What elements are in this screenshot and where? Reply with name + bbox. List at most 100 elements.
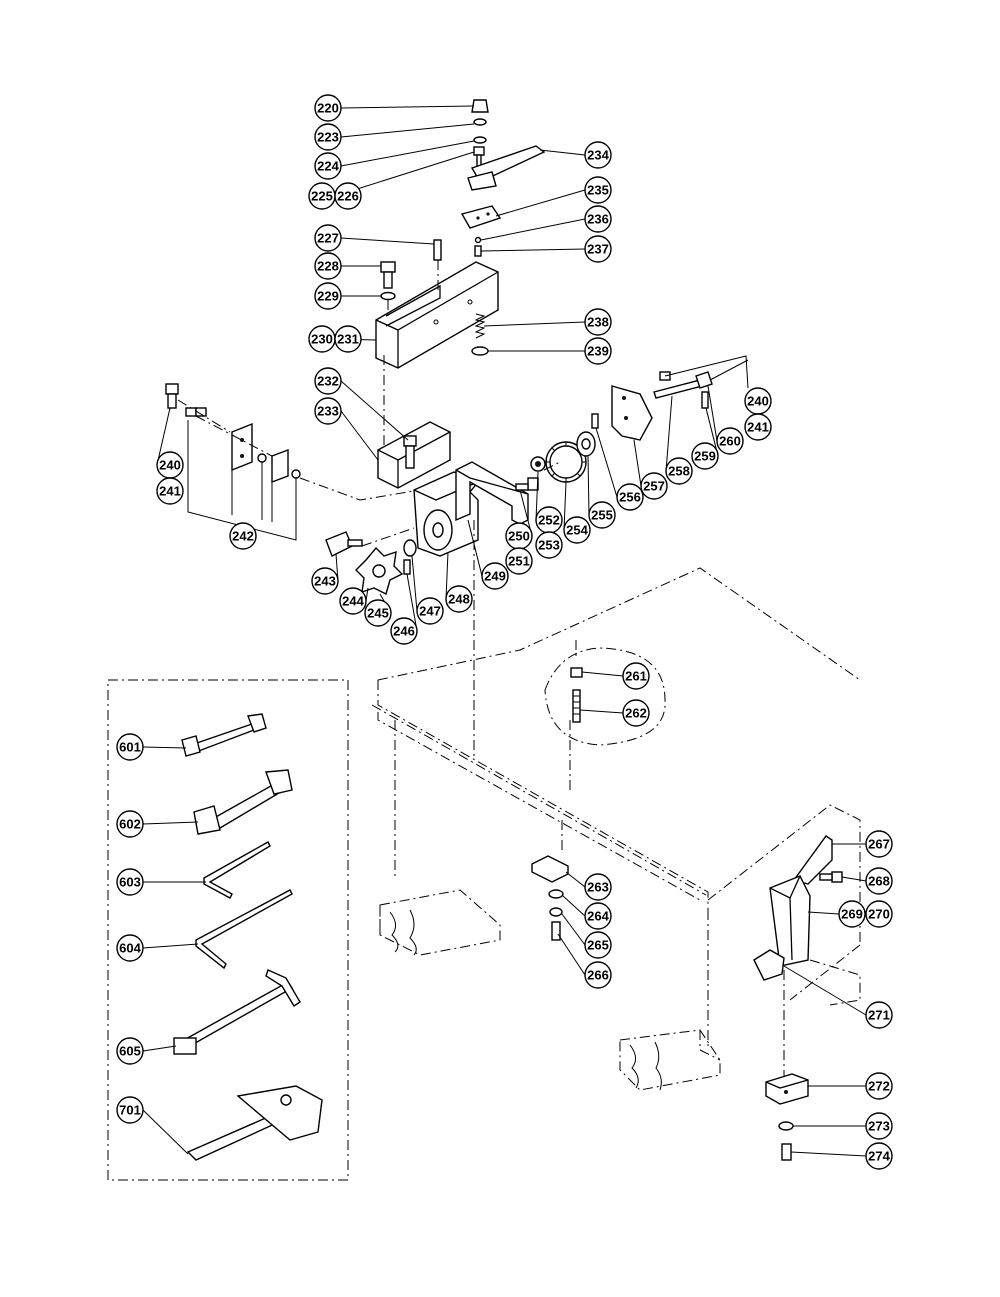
callout-241: 241 xyxy=(744,413,772,441)
leader-line xyxy=(480,248,586,252)
leader-line xyxy=(783,965,867,1016)
callout-label: 234 xyxy=(587,148,609,163)
callout-254: 254 xyxy=(563,516,591,544)
callout-label: 240 xyxy=(747,394,769,409)
callout-230: 230 xyxy=(308,325,336,353)
callout-label: 235 xyxy=(587,183,609,198)
callout-226: 226 xyxy=(334,182,362,210)
callout-label: 237 xyxy=(587,242,609,257)
callout-circle xyxy=(744,413,772,441)
leader-line xyxy=(340,105,475,109)
callout-label: 604 xyxy=(119,941,141,956)
leader-line xyxy=(340,380,409,441)
callout-circle xyxy=(691,442,719,470)
callout-label: 251 xyxy=(508,554,530,569)
callout-240: 240 xyxy=(744,387,772,415)
callout-239: 239 xyxy=(584,337,612,365)
pivot-bracket xyxy=(377,421,451,489)
tool-601-small-wrench xyxy=(181,713,267,757)
callout-label: 248 xyxy=(448,592,470,607)
fence-post-assembly xyxy=(753,835,843,1161)
callout-circle xyxy=(584,961,612,989)
callout-232: 232 xyxy=(314,367,342,395)
callout-circle xyxy=(584,308,612,336)
callout-272: 272 xyxy=(865,1072,893,1100)
callout-circle xyxy=(584,902,612,930)
callout-label: 232 xyxy=(317,374,339,389)
callout-label: 258 xyxy=(668,464,690,479)
leader-line xyxy=(340,123,475,138)
callout-label: 272 xyxy=(868,1079,890,1094)
leader-line xyxy=(841,876,867,882)
callout-256: 256 xyxy=(616,483,644,511)
callout-label: 227 xyxy=(317,231,339,246)
leader-line xyxy=(467,519,483,577)
leader-line xyxy=(495,189,586,217)
callout-circle xyxy=(865,1001,893,1029)
leader-line xyxy=(142,821,199,825)
callout-circle xyxy=(229,522,257,550)
callout-circle xyxy=(716,427,744,455)
leader-line xyxy=(790,1151,867,1157)
callout-242: 242 xyxy=(229,522,257,550)
callout-circle xyxy=(334,325,362,353)
callout-label: 266 xyxy=(587,968,609,983)
callout-227: 227 xyxy=(314,224,342,252)
leader-line xyxy=(539,149,586,156)
callout-circle xyxy=(584,873,612,901)
callout-601: 601 xyxy=(116,733,144,761)
callout-label: 257 xyxy=(643,479,665,494)
callout-label: 242 xyxy=(232,529,254,544)
leader-line xyxy=(483,321,586,327)
callout-label: 238 xyxy=(587,315,609,330)
callout-circle xyxy=(116,1037,144,1065)
callout-label: 256 xyxy=(619,490,641,505)
callout-label: 241 xyxy=(159,484,181,499)
leader-line xyxy=(142,1109,189,1155)
leader-line xyxy=(563,481,567,531)
callout-604: 604 xyxy=(116,934,144,962)
callout-263: 263 xyxy=(584,873,612,901)
callout-circle xyxy=(390,617,418,645)
callout-274: 274 xyxy=(865,1142,893,1170)
callout-circle xyxy=(584,931,612,959)
callout-label: 247 xyxy=(419,604,441,619)
callout-label: 701 xyxy=(119,1103,141,1118)
callout-label: 241 xyxy=(747,420,769,435)
callout-circle xyxy=(116,868,144,896)
tool-602-large-wrench xyxy=(193,769,293,835)
upper-guard-assembly xyxy=(375,99,546,480)
callout-229: 229 xyxy=(314,282,342,310)
callout-circle xyxy=(116,810,144,838)
leader-line xyxy=(565,871,586,888)
callout-248: 248 xyxy=(445,585,473,613)
leader-line xyxy=(561,913,586,946)
callout-label: 252 xyxy=(538,513,560,528)
callout-label: 268 xyxy=(868,874,890,889)
callout-circle xyxy=(445,585,473,613)
callout-label: 253 xyxy=(538,538,560,553)
callout-label: 270 xyxy=(868,907,890,922)
callout-249: 249 xyxy=(481,562,509,590)
callout-label: 228 xyxy=(317,259,339,274)
leader-line xyxy=(411,555,418,612)
callout-circle xyxy=(416,597,444,625)
leader-line xyxy=(340,140,475,167)
callout-circle xyxy=(116,934,144,962)
callout-220: 220 xyxy=(314,94,342,122)
callout-circle xyxy=(665,457,693,485)
callout-701: 701 xyxy=(116,1096,144,1124)
callout-circle xyxy=(584,337,612,365)
callout-label: 233 xyxy=(317,404,339,419)
callout-233: 233 xyxy=(314,397,342,425)
leader-line xyxy=(406,573,418,632)
callout-label: 265 xyxy=(587,938,609,953)
callout-257: 257 xyxy=(640,472,668,500)
table-fixing-hardware xyxy=(531,855,569,941)
callout-270: 270 xyxy=(865,900,893,928)
callout-269: 269 xyxy=(838,900,866,928)
callout-265: 265 xyxy=(584,931,612,959)
callout-250: 250 xyxy=(505,522,533,550)
callout-235: 235 xyxy=(584,176,612,204)
callout-label: 601 xyxy=(119,740,141,755)
